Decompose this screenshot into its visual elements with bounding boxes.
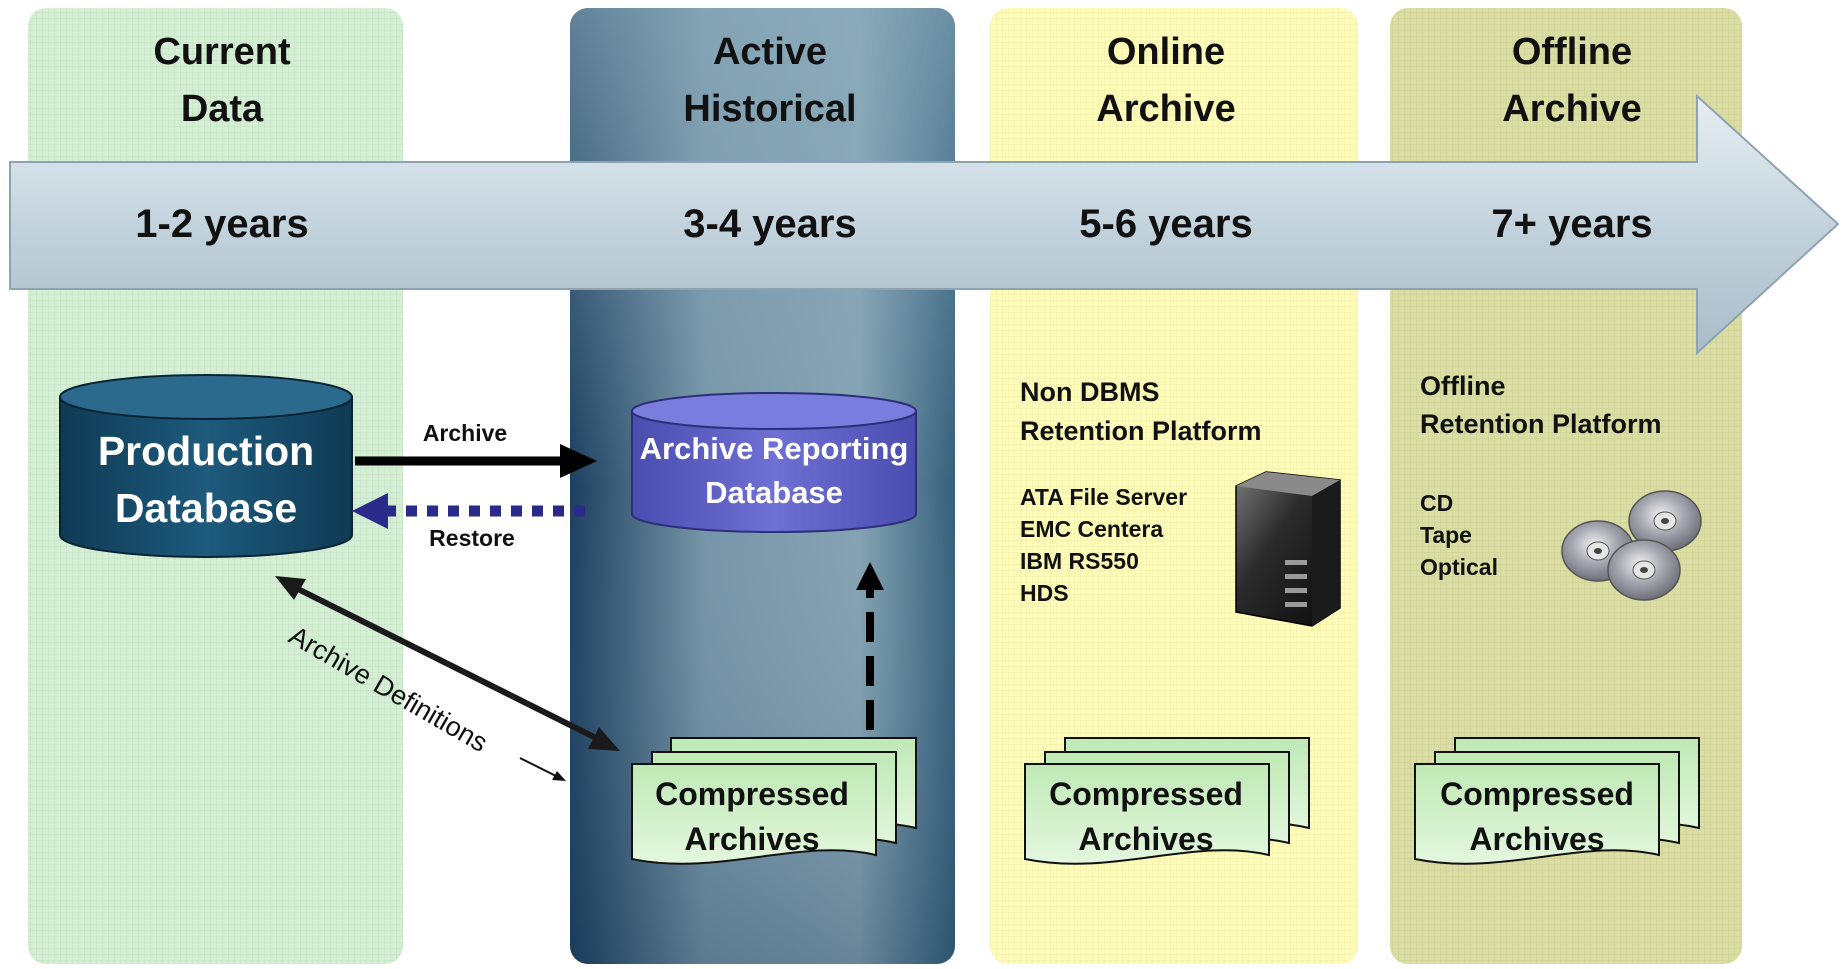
offline-platform-item-1: CD: [1420, 490, 1453, 516]
compressed-historical-line2: Archives: [684, 821, 819, 857]
optical-disc-icon: [1561, 490, 1702, 601]
server-tower-icon: [1235, 471, 1341, 627]
online-platform-item-3: IBM RS550: [1020, 548, 1139, 574]
offline-platform-title-line1: Offline: [1420, 371, 1506, 401]
online-platform-title-line1: Non DBMS: [1020, 377, 1159, 407]
years-label-current: 1-2 years: [135, 202, 308, 246]
compressed-offline-line1: Compressed: [1440, 776, 1634, 812]
restore-arrow: [352, 493, 585, 529]
compressed-archives-offline: [1414, 737, 1700, 865]
years-label-online: 5-6 years: [1079, 202, 1252, 246]
column-title-current-line1: Current: [153, 31, 291, 73]
production-db-line1: Production: [98, 428, 314, 474]
years-label-historical: 3-4 years: [683, 202, 856, 246]
reporting-db-line2: Database: [705, 475, 843, 510]
column-title-offline-line2: Archive: [1502, 88, 1641, 130]
reporting-db-line1: Archive Reporting: [640, 431, 909, 466]
compressed-archives-historical: [631, 737, 917, 865]
archive-definitions-arrow: [275, 576, 620, 751]
column-title-historical-line1: Active: [713, 31, 827, 73]
online-platform-item-4: HDS: [1020, 580, 1069, 606]
restore-arrow-label: Restore: [429, 525, 515, 551]
production-database-icon: [59, 374, 353, 558]
column-title-current-line2: Data: [181, 88, 264, 130]
archive-arrow-label: Archive: [423, 420, 507, 446]
offline-platform-item-2: Tape: [1420, 522, 1472, 548]
column-title-online-line1: Online: [1107, 31, 1225, 73]
online-platform-item-2: EMC Centera: [1020, 516, 1163, 542]
compressed-online-line2: Archives: [1078, 821, 1213, 857]
timeline-arrow: [9, 93, 1840, 356]
column-title-offline-line1: Offline: [1512, 31, 1632, 73]
compressed-historical-line1: Compressed: [655, 776, 849, 812]
offline-platform-title-line2: Retention Platform: [1420, 409, 1662, 439]
archive-reporting-database-icon: [631, 392, 917, 533]
archive-arrow: [355, 444, 597, 478]
online-platform-title-line2: Retention Platform: [1020, 416, 1262, 446]
compressed-offline-line2: Archives: [1469, 821, 1604, 857]
compressed-archives-online: [1024, 737, 1310, 865]
column-title-online-line2: Archive: [1096, 88, 1235, 130]
compressed-online-line1: Compressed: [1049, 776, 1243, 812]
archive-definitions-pointer: [519, 757, 566, 781]
years-label-offline: 7+ years: [1491, 202, 1652, 246]
offline-platform-item-3: Optical: [1420, 554, 1498, 580]
production-db-line2: Database: [115, 485, 297, 531]
query-dashed-arrow: [856, 562, 884, 730]
online-platform-item-1: ATA File Server: [1020, 484, 1187, 510]
column-title-historical-line2: Historical: [683, 88, 856, 130]
